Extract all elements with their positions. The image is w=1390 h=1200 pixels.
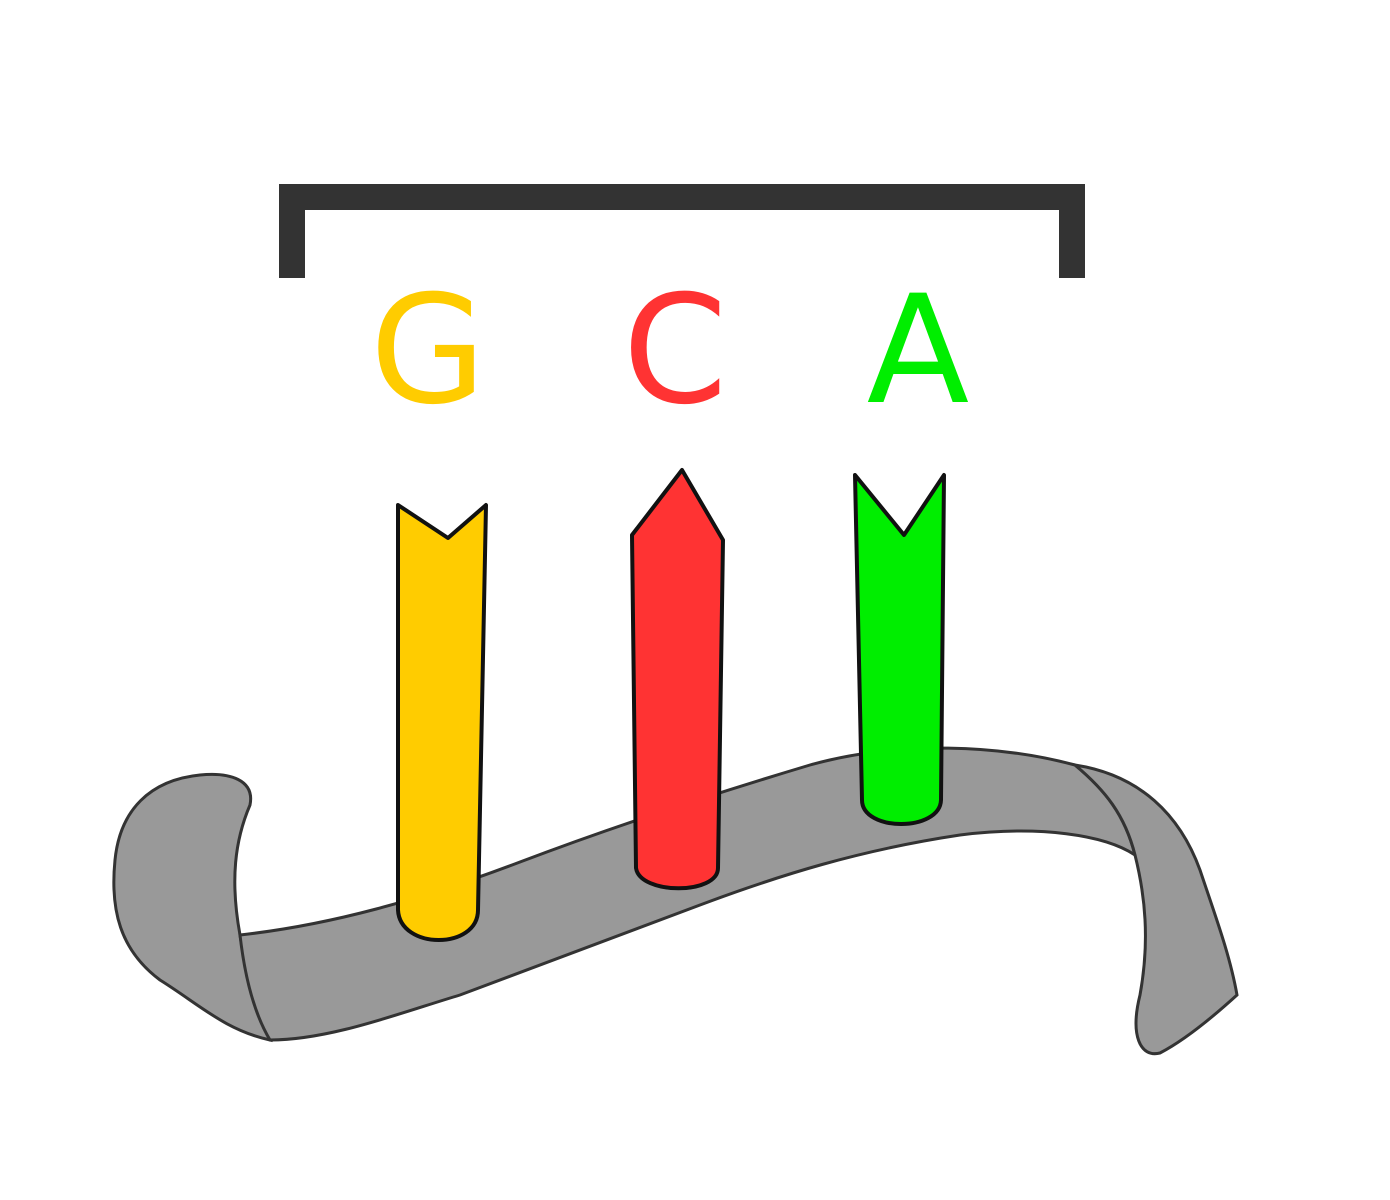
base-label-a: A bbox=[867, 264, 970, 438]
base-label-c: C bbox=[623, 264, 728, 438]
backbone-right-curl bbox=[1069, 762, 1239, 1056]
backbone-left-fold bbox=[112, 772, 273, 1043]
codon-bracket bbox=[279, 184, 1085, 278]
base-label-g: G bbox=[370, 264, 486, 438]
base-c-shape bbox=[630, 468, 725, 891]
base-g-shape bbox=[396, 503, 488, 942]
base-a-shape bbox=[853, 473, 946, 826]
